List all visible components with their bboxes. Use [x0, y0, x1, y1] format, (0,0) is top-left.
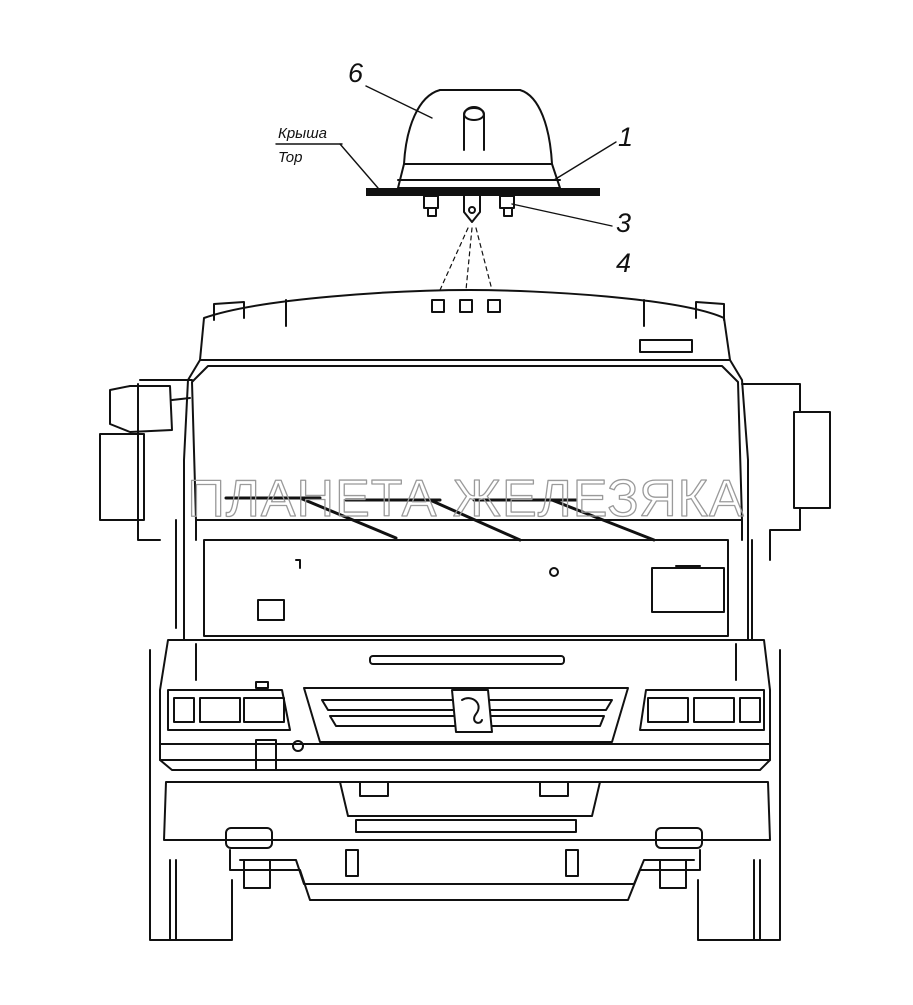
right-mirror — [741, 383, 831, 641]
panel-square — [257, 599, 285, 621]
truck-front-view — [99, 289, 831, 941]
roof-marker-lamp-1 — [431, 299, 445, 313]
hood-slot — [369, 655, 565, 665]
watermark: ПЛАНЕТА ЖЕЛЕЗЯКА — [187, 470, 744, 528]
lower-grille — [339, 781, 601, 817]
panel-plate — [651, 567, 725, 613]
right-wheel — [697, 649, 781, 941]
beacon-fasteners — [423, 195, 515, 223]
roof-label-en: Top — [278, 149, 302, 166]
callout-3: 3 — [616, 208, 631, 238]
callout-4: 4 — [616, 248, 631, 278]
roof-plate — [366, 188, 600, 196]
front-panel — [203, 539, 729, 637]
wipers — [224, 496, 656, 542]
left-mirror — [99, 379, 193, 629]
left-wheel — [149, 649, 233, 941]
roof-marker-lamp-2 — [459, 299, 473, 313]
right-fog-lamp — [655, 827, 703, 849]
roof-label: Крыша — [278, 125, 327, 142]
cab-badge — [639, 339, 693, 353]
callout-6: 6 — [348, 58, 364, 88]
beacon-base — [397, 163, 561, 189]
chassis — [229, 849, 701, 901]
left-fog-lamp — [225, 827, 273, 849]
kamaz-emblem — [451, 689, 493, 733]
left-headlight — [167, 681, 291, 731]
beacon-dome — [403, 89, 553, 165]
right-headlight — [639, 689, 765, 731]
callout-1: 1 — [618, 122, 633, 152]
roof-marker-lamp-3 — [487, 299, 501, 313]
projection-lines — [439, 227, 493, 291]
cab-roof — [199, 289, 731, 361]
beacon-detail: Крыша Top 6 1 3 4 — [275, 58, 633, 291]
grille — [303, 687, 629, 743]
